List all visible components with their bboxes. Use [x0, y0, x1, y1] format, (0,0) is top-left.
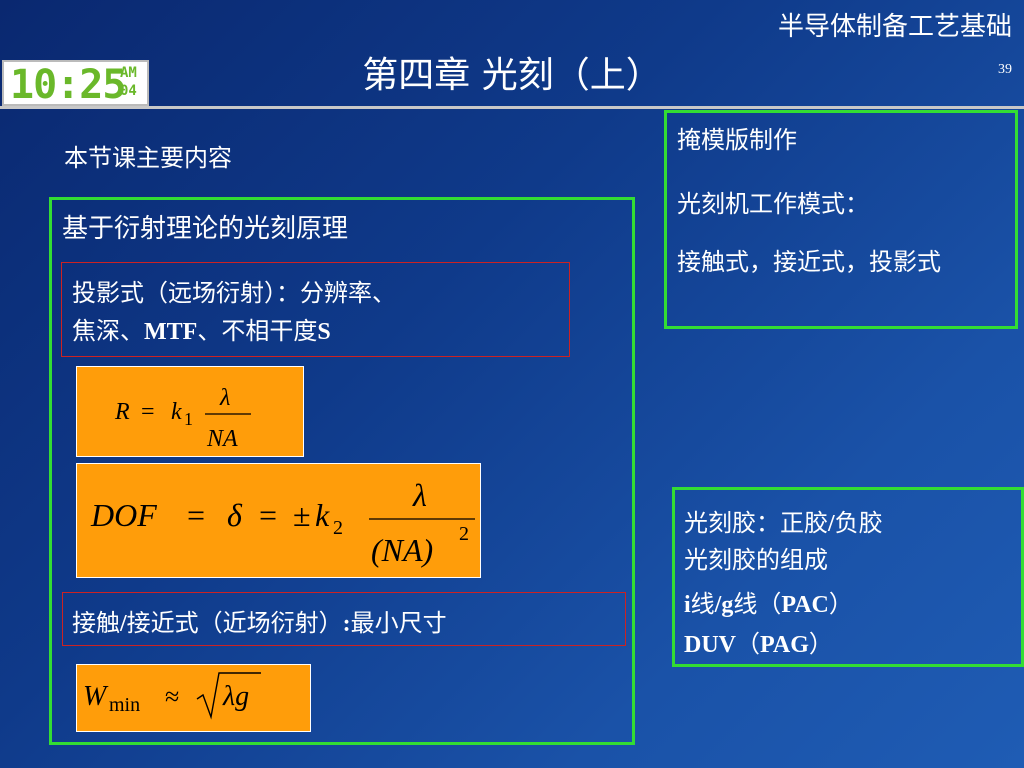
g-line-text: 线（ — [733, 590, 782, 618]
photoresist-ig-line: i线/g线（PAC） — [684, 584, 853, 619]
wmin-formula-box: W min ≈ λg — [76, 664, 311, 732]
g-line-letter: g — [721, 592, 734, 618]
projection-mtf: MTF — [144, 319, 198, 345]
contact-box — [62, 592, 626, 646]
formula-k2-sub: 2 — [333, 517, 343, 539]
projection-text: 投影式（远场衍射）：分辨率、 焦深、MTF、不相干度S — [72, 274, 562, 351]
projection-s: S — [317, 319, 331, 345]
formula-dof-sup: 2 — [459, 523, 469, 545]
formula-delta: δ — [227, 497, 243, 533]
sqrt-sign — [196, 672, 261, 720]
header-divider — [0, 106, 1024, 109]
pac-label: PAC — [781, 592, 829, 618]
pag-close: ） — [808, 630, 833, 658]
photoresist-types: 光刻胶：正胶/负胶 — [684, 503, 883, 538]
projection-line2-mid: 、不相干度 — [197, 317, 318, 345]
formula-pm: ± — [293, 497, 311, 533]
formula-eq2: = — [259, 497, 277, 533]
formula-dof-lambda: λ — [412, 477, 427, 513]
formula-dof-na: (NA) — [371, 532, 433, 568]
formula-eq1: = — [187, 497, 205, 533]
ig-slash: / — [714, 592, 722, 618]
duv-label: DUV — [684, 632, 736, 658]
contact-suffix: 最小尺寸 — [350, 609, 447, 637]
resolution-formula: R = k 1 λ NA — [114, 385, 251, 452]
projection-box — [61, 262, 570, 357]
formula-k: k — [171, 399, 182, 425]
contact-slash: / — [120, 611, 127, 637]
clock-time: 10:25 — [10, 62, 126, 108]
wmin-formula: W min ≈ λg — [83, 672, 261, 720]
resolution-formula-box: R = k 1 λ NA — [76, 366, 304, 457]
i-line-text: 线 — [690, 590, 715, 618]
formula-w-sub: min — [109, 694, 140, 716]
formula-na: NA — [206, 426, 238, 452]
dof-formula-box: DOF = δ = ± k 2 λ (NA) 2 — [76, 463, 481, 578]
formula-r: R — [114, 399, 130, 425]
contact-mid: 接近式（近场衍射） — [126, 609, 343, 637]
contact-colon: : — [342, 611, 351, 637]
photoresist-composition: 光刻胶的组成 — [684, 546, 828, 574]
mask-making: 掩模版制作 — [677, 126, 797, 154]
pag-label: PAG — [760, 632, 809, 658]
left-panel — [49, 197, 635, 745]
formula-approx: ≈ — [165, 682, 179, 711]
formula-w: W — [83, 681, 109, 712]
photoresist-duv-line: DUV（PAG） — [684, 624, 833, 659]
i-line-letter: i — [684, 592, 691, 618]
contact-prefix: 接触 — [72, 609, 120, 637]
pac-close: ） — [828, 590, 853, 618]
litho-modes-list: 接触式，接近式，投影式 — [677, 248, 941, 276]
photoresist-negative: 负胶 — [834, 509, 883, 537]
mask-and-modes-box — [664, 110, 1018, 329]
clock-date: 04 — [120, 83, 137, 99]
photoresist-box — [672, 487, 1024, 667]
contact-text: 接触/接近式（近场衍射）:最小尺寸 — [72, 603, 447, 638]
formula-k-sub: 1 — [184, 409, 193, 429]
litho-modes-label: 光刻机工作模式： — [677, 190, 869, 218]
course-title: 半导体制备工艺基础 — [777, 12, 1012, 42]
page-number: 39 — [998, 62, 1012, 77]
clock-ampm: AM — [120, 65, 137, 81]
projection-line1: 投影式（远场衍射）：分辨率、 — [72, 279, 396, 307]
panel-title: 基于衍射理论的光刻原理 — [62, 214, 349, 244]
section-heading: 本节课主要内容 — [64, 144, 232, 172]
photoresist-positive: 光刻胶：正胶 — [684, 509, 828, 537]
dof-formula: DOF = δ = ± k 2 λ (NA) 2 — [90, 477, 475, 568]
formula-k2: k — [315, 497, 330, 533]
projection-line2: 焦深、MTF、不相干度S — [72, 312, 562, 351]
projection-line2-prefix: 焦深、 — [72, 317, 144, 345]
formula-dof: DOF — [90, 497, 157, 533]
formula-eq: = — [141, 399, 155, 425]
chapter-title: 第四章 光刻（上） — [362, 55, 662, 96]
formula-radicand: λg — [222, 681, 249, 712]
clock-widget: 10:25 AM 04 — [2, 60, 149, 108]
photoresist-slash: / — [828, 511, 835, 537]
pag-open: （ — [736, 630, 760, 658]
formula-lambda: λ — [219, 385, 230, 411]
